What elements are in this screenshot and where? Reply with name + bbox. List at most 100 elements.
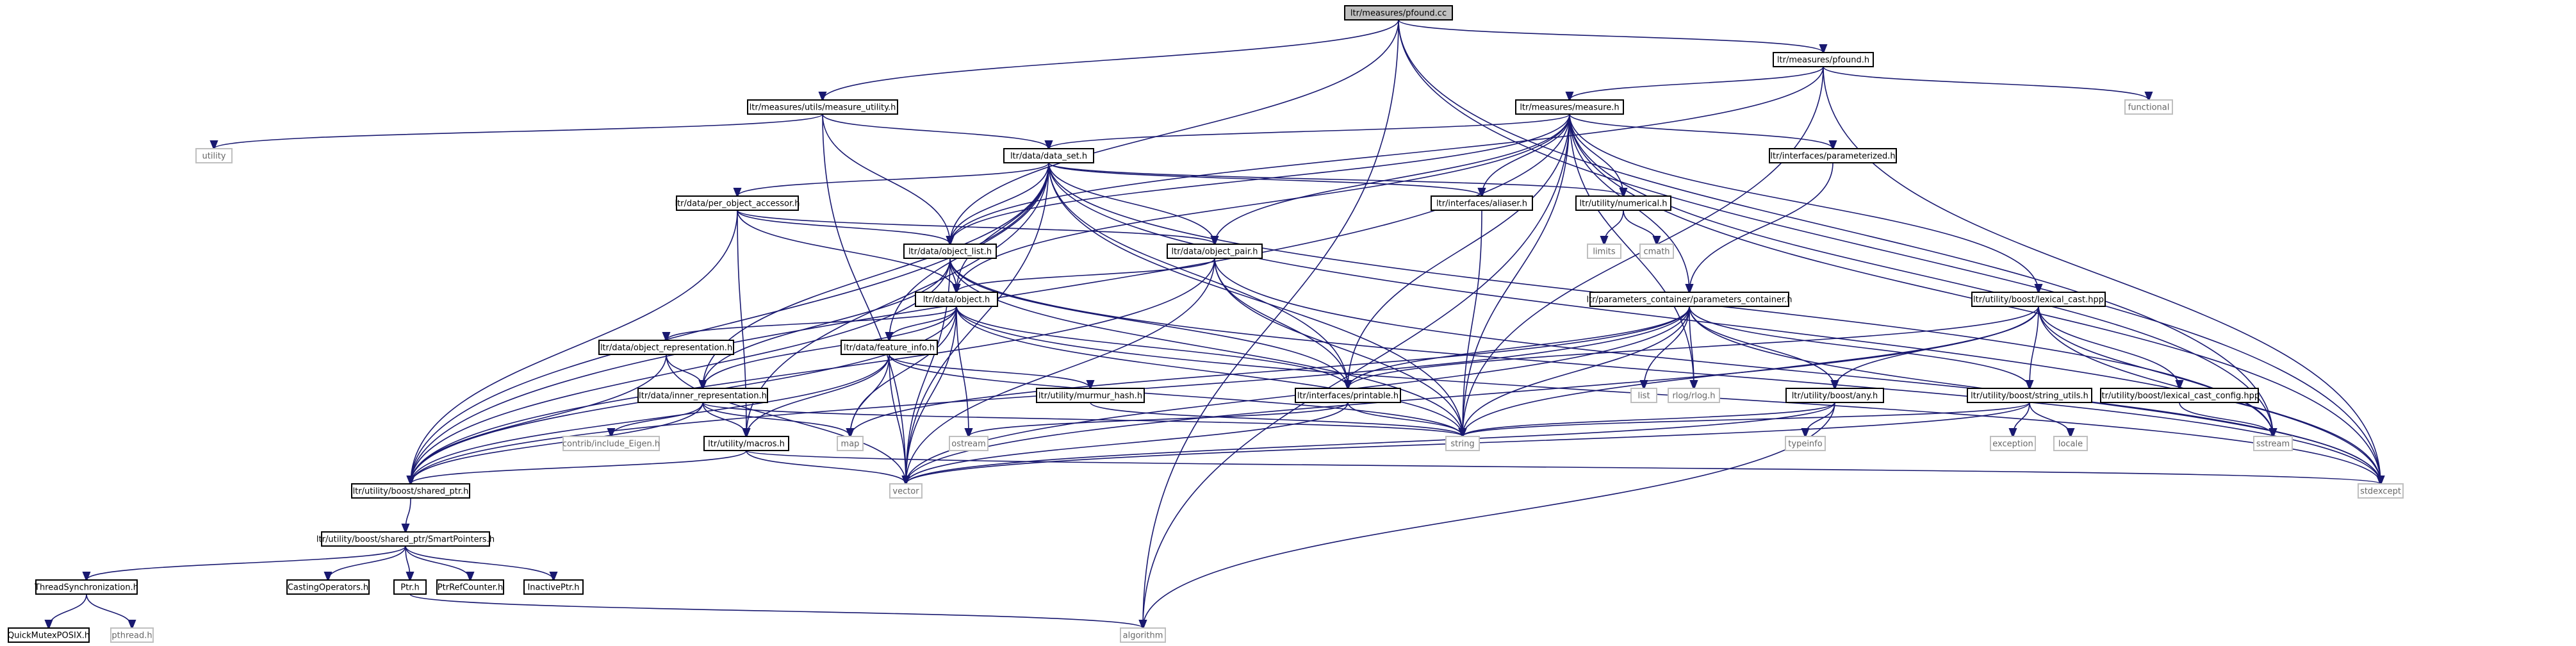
node-lexical_cast_config[interactable]: ltr/utility/boost/lexical_cast_config.hp…: [2099, 388, 2260, 403]
edge-lexical_cast_config-to-sstream: [2179, 402, 2273, 436]
edge-data_set-to-per_object_accessor: [737, 162, 1049, 196]
node-string_utils[interactable]: ltr/utility/boost/string_utils.h: [1967, 388, 2092, 403]
node-aliaser[interactable]: ltr/interfaces/aliaser.h: [1431, 195, 1533, 211]
node-thread_sync[interactable]: ThreadSynchronization.h: [34, 579, 138, 595]
node-box-data_set: [1003, 148, 1094, 163]
node-ptr_ref_counter[interactable]: PtrRefCounter.h: [436, 579, 504, 595]
node-casting_ops[interactable]: CastingOperators.h: [286, 579, 370, 595]
node-box-murmur_hash: [1036, 388, 1145, 403]
node-inactive_ptr[interactable]: InactivePtr.h: [523, 579, 584, 595]
edge-object_pair-to-string: [1214, 258, 1463, 436]
node-label-limits: limits: [1593, 247, 1616, 257]
node-shared_ptr[interactable]: ltr/utility/boost/shared_ptr.h: [351, 483, 470, 499]
node-box-limits: [1587, 244, 1621, 259]
node-label-cmath: cmath: [1643, 247, 1669, 257]
node-vector: vector: [889, 483, 923, 499]
node-measure_utility[interactable]: ltr/measures/utils/measure_utility.h: [747, 99, 898, 115]
node-box-map: [837, 436, 864, 451]
edge-measure_utility-to-object_list: [822, 113, 950, 244]
node-box-algorithm: [1120, 627, 1166, 643]
node-any_h[interactable]: ltr/utility/boost/any.h: [1785, 388, 1884, 403]
node-inner_representation[interactable]: ltr/data/inner_representation.h: [637, 388, 768, 403]
node-box-contrib_eigen: [562, 436, 660, 451]
node-box-lexical_cast: [1971, 292, 2106, 307]
node-object_pair[interactable]: ltr/data/object_pair.h: [1167, 244, 1263, 259]
node-label-stdexcept: stdexcept: [2360, 487, 2401, 497]
node-box-pfound_h: [1773, 52, 1874, 67]
node-label-locale: locale: [2058, 440, 2083, 449]
edge-measure_h-to-object_pair: [1215, 113, 1570, 244]
node-label-shared_ptr: ltr/utility/boost/shared_ptr.h: [353, 487, 469, 497]
edge-printable-to-vector: [906, 402, 1349, 484]
node-label-object_list: ltr/data/object_list.h: [908, 247, 992, 257]
node-label-pfound_cc: ltr/measures/pfound.cc: [1350, 9, 1447, 19]
node-murmur_hash[interactable]: ltr/utility/murmur_hash.h: [1036, 388, 1145, 403]
edge-pfound_cc-to-sstream: [1398, 19, 2273, 436]
edge-parameterized-to-params_container: [1689, 162, 1834, 292]
node-parameterized[interactable]: ltr/interfaces/parameterized.h: [1769, 148, 1897, 163]
node-label-string: string: [1450, 440, 1474, 449]
edge-per_object_accessor-to-object_h: [737, 210, 956, 292]
node-measure_h[interactable]: ltr/measures/measure.h: [1515, 99, 1624, 115]
node-object_representation[interactable]: ltr/data/object_representation.h: [598, 340, 734, 355]
edge-measure_h-to-aliaser: [1482, 113, 1570, 196]
edge-smart_pointers-to-thread_sync: [86, 545, 406, 580]
edge-measure_h-to-sstream: [1569, 113, 2273, 436]
node-box-aliaser: [1431, 195, 1533, 211]
edge-object_representation-to-inner_representation: [666, 354, 703, 388]
node-per_object_accessor[interactable]: ltr/data/per_object_accessor.h: [675, 195, 800, 211]
node-box-ptr_ref_counter: [436, 579, 504, 595]
node-box-pfound_cc: [1344, 5, 1453, 21]
node-data_set[interactable]: ltr/data/data_set.h: [1003, 148, 1094, 163]
node-label-quick_mutex: QuickMutexPOSIX.h: [8, 631, 90, 641]
node-smart_pointers[interactable]: ltr/utility/boost/shared_ptr/SmartPointe…: [316, 531, 495, 547]
edge-feature_info-to-vector: [889, 354, 906, 484]
edge-measure_h-to-string: [1463, 113, 1570, 436]
node-label-parameterized: ltr/interfaces/parameterized.h: [1770, 152, 1895, 162]
node-label-macros: ltr/utility/macros.h: [708, 440, 785, 449]
node-label-measure_h: ltr/measures/measure.h: [1520, 103, 1619, 113]
node-macros[interactable]: ltr/utility/macros.h: [703, 436, 789, 451]
nodes-layer: ltr/measures/pfound.cc ltr/measures/pfoun…: [8, 5, 2404, 643]
node-label-object_representation: ltr/data/object_representation.h: [600, 344, 732, 353]
edge-data_set-to-shared_ptr: [411, 162, 1049, 484]
node-lexical_cast[interactable]: ltr/utility/boost/lexical_cast.hpp: [1971, 292, 2106, 307]
edge-smart_pointers-to-ptr_ref_counter: [405, 545, 470, 580]
node-numerical[interactable]: ltr/utility/numerical.h: [1575, 195, 1671, 211]
edge-params_container-to-string: [1463, 306, 1690, 436]
node-object_h[interactable]: ltr/data/object.h: [915, 292, 998, 307]
node-box-inner_representation: [637, 388, 768, 403]
node-typeinfo: typeinfo: [1785, 436, 1826, 451]
node-pfound_h[interactable]: ltr/measures/pfound.h: [1773, 52, 1874, 67]
edge-feature_info-to-shared_ptr: [411, 354, 890, 484]
node-pfound_cc[interactable]: ltr/measures/pfound.cc: [1344, 5, 1453, 21]
node-box-macros: [703, 436, 789, 451]
node-label-data_set: ltr/data/data_set.h: [1010, 152, 1087, 162]
edge-object_pair-to-vector: [906, 258, 1215, 484]
edge-pfound_cc-to-object_list: [950, 19, 1399, 244]
edge-shared_ptr-to-smart_pointers: [406, 497, 411, 532]
node-label-object_pair: ltr/data/object_pair.h: [1171, 247, 1258, 257]
edge-lexical_cast-to-string_utils: [2030, 306, 2039, 388]
node-feature_info[interactable]: ltr/data/feature_info.h: [841, 340, 938, 355]
edge-string_utils-to-locale: [2029, 402, 2071, 436]
node-object_list[interactable]: ltr/data/object_list.h: [903, 244, 997, 259]
edge-feature_info-to-string: [889, 354, 1463, 436]
edge-murmur_hash-to-string: [1090, 402, 1463, 436]
node-box-smart_pointers: [321, 531, 490, 547]
edge-pfound_cc-to-stdexcept: [1398, 19, 2381, 484]
node-params_container[interactable]: ltr/parameters_container/parameters_cont…: [1587, 292, 1793, 307]
node-string: string: [1445, 436, 1480, 451]
node-quick_mutex[interactable]: QuickMutexPOSIX.h: [8, 627, 90, 643]
node-label-measure_utility: ltr/measures/utils/measure_utility.h: [750, 103, 896, 113]
node-ptr_h[interactable]: Ptr.h: [393, 579, 427, 595]
node-functional: functional: [2124, 99, 2173, 115]
node-box-thread_sync: [35, 579, 138, 595]
node-printable[interactable]: ltr/interfaces/printable.h: [1295, 388, 1401, 403]
edge-measure_utility-to-utility: [214, 113, 823, 149]
edge-object_h-to-object_representation: [666, 306, 957, 340]
edge-measure_h-to-parameterized: [1569, 113, 1833, 149]
node-label-inactive_ptr: InactivePtr.h: [527, 583, 579, 593]
node-box-per_object_accessor: [676, 195, 799, 211]
edge-per_object_accessor-to-object_pair: [737, 210, 1215, 244]
